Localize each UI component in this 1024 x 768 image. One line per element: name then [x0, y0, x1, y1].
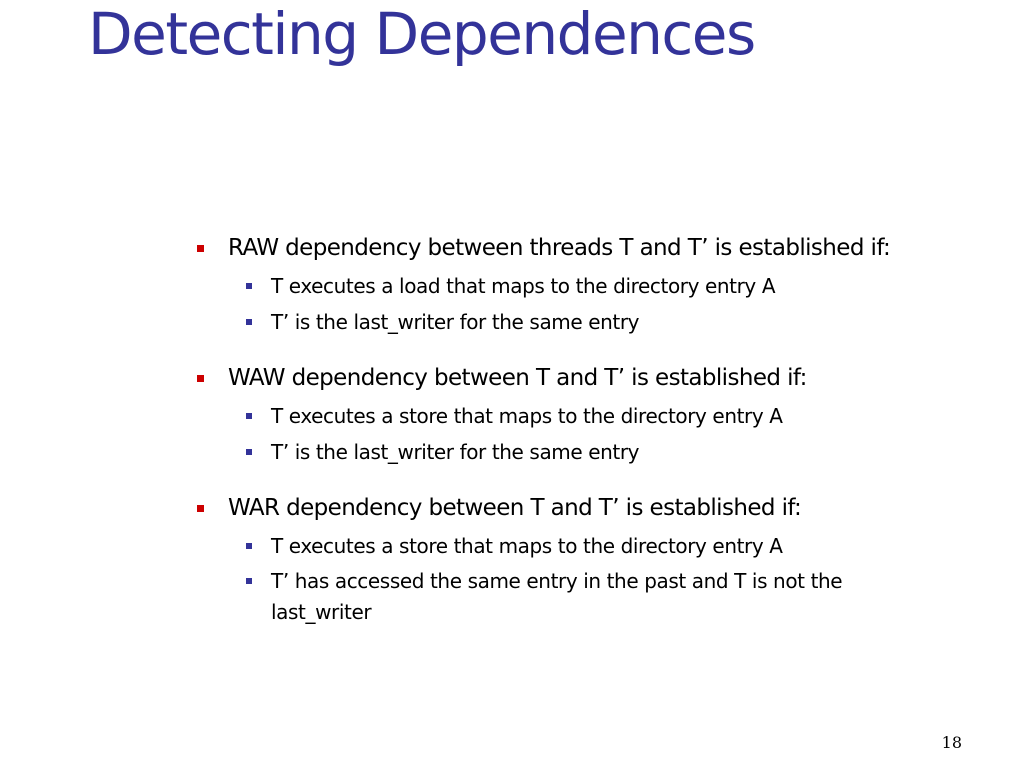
bullet-item: WAW dependency between T and T’ is estab… — [196, 358, 996, 398]
square-bullet-icon — [246, 543, 252, 549]
square-bullet-icon — [246, 578, 252, 584]
sub-bullet-text: T executes a store that maps to the dire… — [271, 404, 783, 428]
square-bullet-icon — [197, 245, 204, 252]
bullet-item: WAR dependency between T and T’ is estab… — [196, 488, 996, 528]
sub-bullet-text: T’ is the last_writer for the same entry — [271, 310, 640, 334]
square-bullet-icon — [246, 319, 252, 325]
bullet-list: RAW dependency between threads T and T’ … — [196, 228, 996, 646]
sub-bullet-item: T executes a load that maps to the direc… — [241, 268, 996, 304]
sub-bullet-item: T’ has accessed the same entry in the pa… — [241, 564, 921, 628]
bullet-group-waw: WAW dependency between T and T’ is estab… — [196, 358, 996, 470]
slide-title: Detecting Dependences — [88, 0, 756, 68]
sub-bullet-text: T’ is the last_writer for the same entry — [271, 440, 640, 464]
square-bullet-icon — [246, 283, 252, 289]
bullet-item: RAW dependency between threads T and T’ … — [196, 228, 996, 268]
sub-bullet-item: T executes a store that maps to the dire… — [241, 398, 996, 434]
bullet-group-war: WAR dependency between T and T’ is estab… — [196, 488, 996, 628]
bullet-text: WAW dependency between T and T’ is estab… — [228, 365, 807, 391]
page-number: 18 — [941, 733, 962, 752]
bullet-text: WAR dependency between T and T’ is estab… — [228, 495, 802, 521]
sub-bullet-text: T executes a load that maps to the direc… — [271, 274, 776, 298]
bullet-text: RAW dependency between threads T and T’ … — [228, 235, 891, 261]
bullet-group-raw: RAW dependency between threads T and T’ … — [196, 228, 996, 340]
sub-bullet-text: T’ has accessed the same entry in the pa… — [271, 569, 843, 624]
sub-bullet-item: T executes a store that maps to the dire… — [241, 528, 996, 564]
square-bullet-icon — [197, 505, 204, 512]
sub-bullet-item: T’ is the last_writer for the same entry — [241, 304, 996, 340]
square-bullet-icon — [246, 449, 252, 455]
sub-bullet-item: T’ is the last_writer for the same entry — [241, 434, 996, 470]
square-bullet-icon — [246, 413, 252, 419]
sub-bullet-text: T executes a store that maps to the dire… — [271, 534, 783, 558]
square-bullet-icon — [197, 375, 204, 382]
